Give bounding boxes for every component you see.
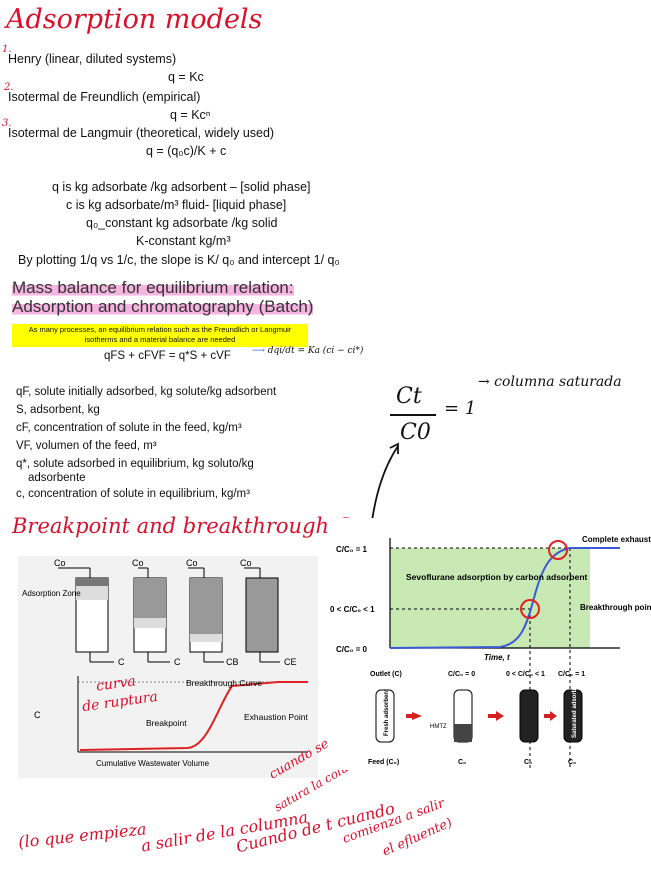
breakthrough-marker <box>520 599 540 619</box>
ct-label: Ct <box>396 384 422 409</box>
c0-label-1: C₀ <box>458 759 466 766</box>
item-number-2: 2. <box>4 82 14 93</box>
item-number-1: 1. <box>2 44 12 55</box>
exhaustion-label: Exhaustion Point <box>244 712 308 722</box>
fraction-bar <box>390 414 436 416</box>
stage-label-zero: C/C₀ = 0 <box>448 671 475 678</box>
mass-balance-title-1: Mass balance for equilibrium relation: <box>12 278 294 297</box>
langmuir-equation: q = (q₀c)/K + c <box>146 144 227 158</box>
y-axis-label: C <box>34 710 41 720</box>
langmuir-label: Isotermal de Langmuir (theoretical, wide… <box>8 126 275 140</box>
column-2 <box>133 567 170 663</box>
adsorption-models-title: Adsorption models <box>6 4 263 35</box>
breakpoint-label: Breakpoint <box>146 718 187 728</box>
definition-qf: qF, solute initially adsorbed, kg solute… <box>16 386 277 398</box>
red-arrow-1 <box>412 712 422 720</box>
column-diagram: Co Co Co Co Adsorption Zone C C CB CE C … <box>18 556 318 778</box>
column-1 <box>58 567 114 663</box>
definition-cf: cF, concentration of solute in the feed,… <box>16 422 242 434</box>
stage-label-one: C/C₀ = 1 <box>558 671 585 678</box>
x-axis-label: Cumulative Wastewater Volume <box>96 759 210 768</box>
breakthrough-label: Breakthrough Curve <box>186 678 262 688</box>
equals-one: = 1 <box>444 398 477 419</box>
breakthrough-curve-blue <box>389 547 620 649</box>
freundlich-label: Isotermal de Freundlich (empirical) <box>8 90 201 104</box>
c0-label: C0 <box>400 420 431 445</box>
rate-equation: ⟶ dqi/dt = Ka (ci − ci*) <box>252 346 364 356</box>
inlet-label-1: Co <box>54 558 66 568</box>
saturated-adsorbent-label: Saturated adsorbent <box>572 680 578 738</box>
inlet-label-4: Co <box>240 558 252 568</box>
exhaustion-marker <box>548 540 568 560</box>
bottom-note-1: (lo que empieza <box>17 819 148 852</box>
item-number-3: 3. <box>2 118 12 129</box>
adsorption-region <box>390 548 590 648</box>
column-3 <box>188 567 224 663</box>
saturated-column-note: → columna saturada <box>478 374 622 390</box>
outlet-label-3: CB <box>226 657 239 667</box>
stage-column-2 <box>519 689 539 743</box>
definition-q: q is kg adsorbate /kg adsorbent – [solid… <box>52 180 311 194</box>
inlet-label-2: Co <box>132 558 144 568</box>
stage-label-outlet: Outlet (C) <box>370 671 402 678</box>
freundlich-equation: q = Kcⁿ <box>170 108 211 122</box>
outlet-label-1: C <box>118 657 125 667</box>
hmtz-label: HMTZ <box>430 724 447 730</box>
outlet-label-4: CE <box>284 657 297 667</box>
time-axis-label: Time, t <box>484 653 510 662</box>
fresh-column <box>375 689 395 743</box>
breakthrough-point-label: Breakthrough point <box>580 603 651 612</box>
mass-balance-title-2: Adsorption and chromatography (Batch) <box>12 297 314 316</box>
saturated-column <box>563 689 583 743</box>
feed-label: Feed (C₀) <box>368 759 399 766</box>
definition-vf: VF, volumen of the feed, m³ <box>16 440 157 452</box>
red-arrow-3 <box>550 711 557 721</box>
definition-k: K-constant kg/m³ <box>136 234 231 248</box>
c0-label-2: C₀ <box>524 759 532 766</box>
fresh-adsorbent-label: Fresh adsorbent <box>384 689 390 736</box>
henry-label: Henry (linear, diluted systems) <box>8 52 177 66</box>
column-4 <box>244 567 280 663</box>
y-tick-bottom: C/C₀ = 0 <box>336 645 368 654</box>
mass-balance-equation: qFS + cFVF = q*S + cVF <box>104 350 231 362</box>
mass-balance-panel: Mass balance for equilibrium relation: A… <box>0 278 364 500</box>
sevoflurane-chart: C/C₀ = 1 0 < C/C₀ < 1 C/C₀ = 0 Sevoflura… <box>330 518 651 770</box>
definition-c: c is kg adsorbate/m³ fluid- [liquid phas… <box>66 198 287 212</box>
henry-equation: q = Kc <box>168 70 204 84</box>
definition-qstar: q*, solute adsorbed in equilibrium, kg s… <box>16 458 254 470</box>
adsorption-models-panel: 1. 2. 3. Henry (linear, diluted systems)… <box>0 40 362 280</box>
inlet-label-3: Co <box>186 558 198 568</box>
stage-label-mid: 0 < C/C₀ < 1 <box>506 671 545 678</box>
region-label: Sevoflurane adsorption by carbon adsorbe… <box>406 572 588 582</box>
definition-qstar-cont: adsorbente <box>28 472 86 484</box>
y-tick-top: C/C₀ = 1 <box>336 545 368 554</box>
plotting-note: By plotting 1/q vs 1/c, the slope is K/ … <box>18 253 340 267</box>
definition-s: S, adsorbent, kg <box>16 404 100 416</box>
y-tick-mid: 0 < C/C₀ < 1 <box>330 605 375 614</box>
complete-exhaustion-label: Complete exhaustion <box>582 535 651 544</box>
breakthrough-curve <box>79 681 308 751</box>
c0-label-3: C₀ <box>568 759 576 766</box>
definition-q0: q₀_constant kg adsorbate /kg solid <box>86 216 278 230</box>
adsorption-zone-label: Adsorption Zone <box>22 589 81 598</box>
outlet-label-2: C <box>174 657 181 667</box>
mass-balance-note: As many processes, an equilibrium relati… <box>12 324 308 347</box>
red-arrow-2 <box>496 711 504 721</box>
definition-c-eq: c, concentration of solute in equilibriu… <box>16 488 250 500</box>
